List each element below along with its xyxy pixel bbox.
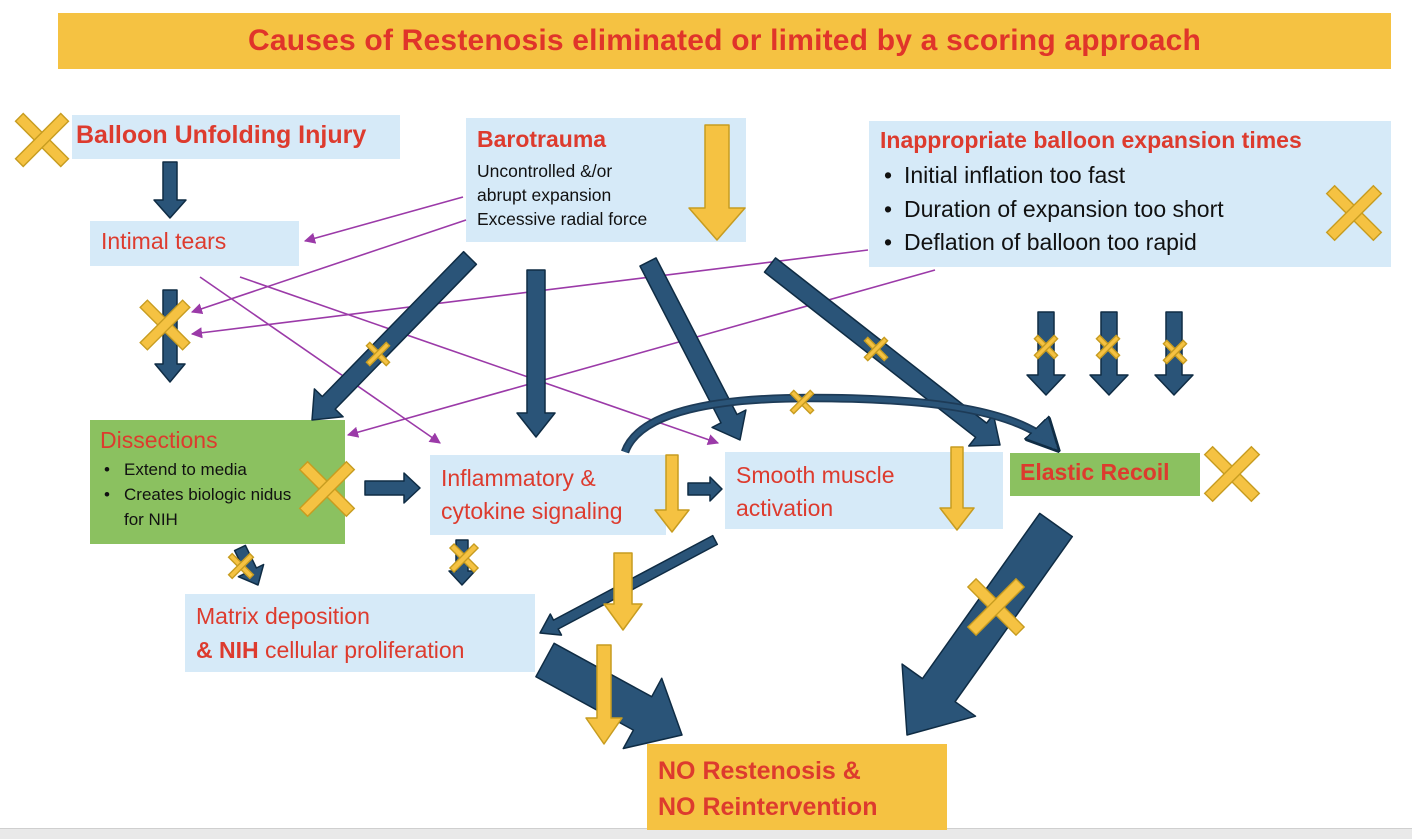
bullet-extend-media: Extend to media	[100, 457, 345, 482]
inappropriate-expansion-label: Inappropriate balloon expansion times	[880, 127, 1302, 153]
inappropriate-expansion-list: Initial inflation too fast Duration of e…	[880, 159, 1391, 260]
inappropriate-expansion-box: Inappropriate balloon expansion times In…	[869, 121, 1391, 267]
matrix-line-2: & NIH cellular proliferation	[196, 633, 535, 667]
inflammatory-box: Inflammatory & cytokine signaling	[430, 455, 666, 535]
arrow-timing-2-to-recoil	[1089, 311, 1129, 396]
arrow-balloon-to-tears	[153, 161, 187, 219]
bullet-biologic-nidus: Creates biologic nidus for NIH	[100, 482, 345, 532]
bullet-deflation-rapid: Deflation of balloon too rapid	[880, 226, 1391, 260]
bullet-inflation-fast: Initial inflation too fast	[880, 159, 1391, 193]
arrow-barotrauma-to-dissections	[311, 250, 478, 421]
gold-arrow-barotrauma	[688, 124, 746, 241]
thin-arrow-barotrauma-to-tears-x	[190, 219, 467, 315]
arrow-timing-1-to-recoil	[1026, 311, 1066, 396]
balloon-unfolding-label: Balloon Unfolding Injury	[76, 121, 367, 149]
no-reintervention-line-2: NO Reintervention	[658, 793, 878, 821]
arrow-tears-to-dissections	[154, 289, 186, 383]
diagram-title: Causes of Restenosis eliminated or limit…	[247, 24, 1202, 57]
barotrauma-line-3: Excessive radial force	[477, 209, 648, 229]
matrix-line-1: Matrix deposition	[196, 603, 370, 629]
matrix-nih-label: & NIH	[196, 637, 259, 663]
arrow-inflammatory-to-smooth-muscle	[687, 476, 723, 502]
no-restenosis-line-1: NO Restenosis &	[658, 757, 861, 785]
dissections-list: Extend to media Creates biologic nidus f…	[100, 457, 345, 532]
arrow-recoil-to-outcome	[901, 512, 1074, 736]
arrow-barotrauma-to-smooth-muscle	[639, 257, 747, 441]
gold-arrow-inflammatory-lower	[603, 552, 643, 631]
dissections-label: Dissections	[100, 427, 218, 453]
smooth-muscle-line-2: activation	[736, 495, 834, 521]
arrow-dissections-to-matrix	[233, 544, 265, 586]
thin-arrow-timing-to-dissections	[346, 269, 936, 438]
arrow-inflammatory-to-matrix	[448, 539, 476, 586]
arrow-barotrauma-to-elastic-recoil	[763, 257, 1001, 447]
elastic-recoil-label: Elastic Recoil	[1020, 459, 1170, 485]
arrow-dissections-to-inflammatory	[364, 472, 421, 504]
barotrauma-label: Barotrauma	[477, 126, 607, 152]
arrow-barotrauma-to-inflammatory	[516, 269, 556, 438]
smooth-muscle-line-1: Smooth muscle	[736, 462, 895, 488]
intimal-tears-box: Intimal tears	[90, 221, 299, 266]
bullet-duration-short: Duration of expansion too short	[880, 193, 1391, 227]
thin-arrow-barotrauma-to-tears	[303, 196, 464, 244]
thin-arrow-tears-to-inflammatory	[199, 276, 441, 444]
arrow-timing-3-to-recoil	[1154, 311, 1194, 396]
elastic-recoil-box: Elastic Recoil	[1010, 453, 1200, 496]
matrix-proliferation-label: cellular proliferation	[258, 637, 465, 663]
title-banner: Causes of Restenosis eliminated or limit…	[58, 13, 1391, 69]
no-restenosis-box: NO Restenosis & NO Reintervention	[647, 744, 947, 830]
gold-arrow-matrix-lower	[585, 644, 623, 745]
barotrauma-line-2: abrupt expansion	[477, 185, 612, 205]
matrix-deposition-box: Matrix deposition & NIH cellular prolife…	[185, 594, 535, 672]
inflammatory-line-1: Inflammatory &	[441, 465, 596, 491]
thin-arrow-tears-to-smooth-muscle	[239, 276, 720, 445]
barotrauma-box: Barotrauma Uncontrolled &/or abrupt expa…	[466, 118, 746, 242]
gold-arrow-inflammatory	[654, 454, 690, 533]
barotrauma-line-1: Uncontrolled &/or	[477, 161, 613, 181]
intimal-tears-label: Intimal tears	[101, 228, 227, 254]
inflammatory-line-2: cytokine signaling	[441, 498, 623, 524]
balloon-unfolding-box: Balloon Unfolding Injury	[72, 115, 400, 159]
gold-arrow-smooth-muscle	[939, 446, 975, 531]
